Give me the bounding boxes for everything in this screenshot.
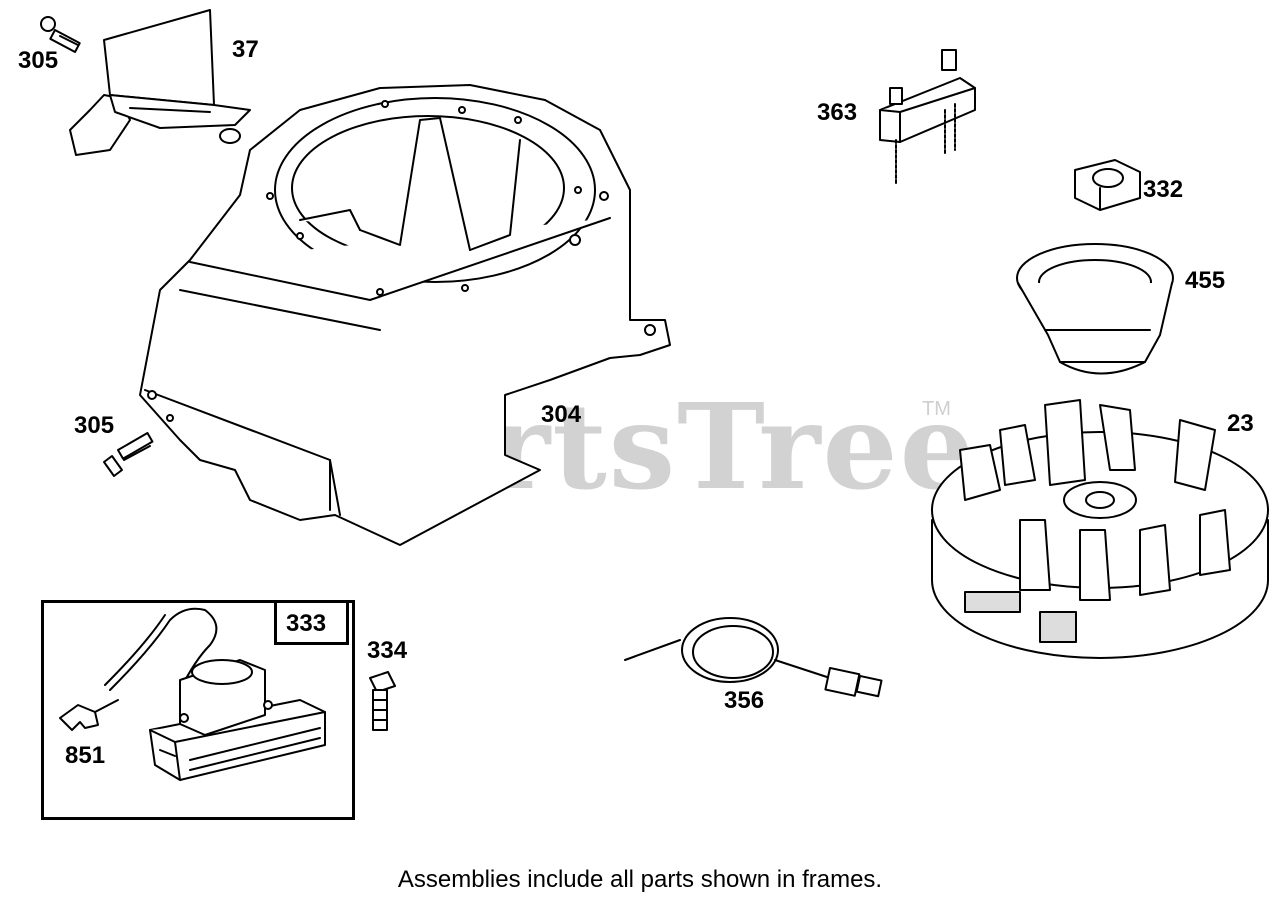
bracket-363 xyxy=(879,49,976,186)
screw-305-top xyxy=(40,16,81,53)
watermark-trademark: TM xyxy=(922,398,951,420)
bolt-334 xyxy=(369,671,396,731)
screw-305-middle xyxy=(103,432,154,477)
assembly-frame xyxy=(41,600,355,820)
callout-37[interactable]: 37 xyxy=(232,36,259,63)
callout-333[interactable]: 333 xyxy=(286,610,327,637)
callout-332[interactable]: 332 xyxy=(1143,176,1184,203)
nut-332 xyxy=(1074,159,1141,211)
callout-334[interactable]: 334 xyxy=(367,637,408,664)
callout-304[interactable]: 304 xyxy=(541,401,582,428)
callout-23[interactable]: 23 xyxy=(1227,410,1254,437)
clip-851 xyxy=(59,699,119,731)
flywheel-23 xyxy=(931,399,1269,659)
callout-305-top[interactable]: 305 xyxy=(18,47,59,74)
air-guide-37 xyxy=(69,9,251,156)
callout-455[interactable]: 455 xyxy=(1185,267,1226,294)
callout-851[interactable]: 851 xyxy=(65,742,106,769)
footnote: Assemblies include all parts shown in fr… xyxy=(397,866,883,893)
blower-housing-304 xyxy=(139,84,671,546)
cup-455 xyxy=(1016,243,1174,375)
callout-356[interactable]: 356 xyxy=(724,687,765,714)
armature-333 xyxy=(104,607,326,781)
ground-wire-356 xyxy=(624,617,883,698)
callout-363[interactable]: 363 xyxy=(817,99,858,126)
assembly-label-box xyxy=(274,600,349,645)
callout-305-middle[interactable]: 305 xyxy=(74,412,115,439)
